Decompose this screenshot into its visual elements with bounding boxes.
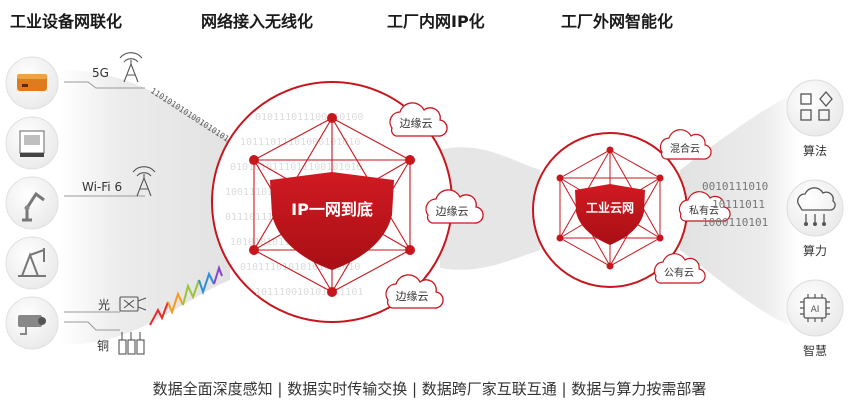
- svg-text:AI: AI: [811, 305, 820, 315]
- label-wifi6: Wi-Fi 6: [82, 180, 123, 194]
- edge-cloud-label: 边缘云: [395, 290, 429, 303]
- ai-chip-icon: AI: [786, 279, 844, 337]
- copper-icon: [118, 332, 145, 355]
- left-core-title: IP一网到底: [291, 200, 373, 219]
- side-label-algorithm: 算法: [802, 144, 827, 158]
- header-wireless-access: 网络接入无线化: [201, 12, 314, 31]
- edge-cloud-label: 边缘云: [435, 205, 469, 218]
- cloud-icon: [678, 191, 731, 222]
- cloud-icon: [653, 253, 706, 284]
- left-clouds: [385, 102, 484, 309]
- optical-icon: [119, 296, 147, 312]
- side-label-intelligence: 智慧: [802, 344, 827, 358]
- left-core-network: 010111011100010100 10111011101000101010 …: [211, 81, 453, 323]
- signal-wave: [149, 264, 223, 326]
- device-robot-arm-icon: [5, 176, 59, 230]
- svg-text:10111011101000101010: 10111011101000101010: [240, 137, 360, 148]
- right-core-network: [532, 132, 688, 288]
- cloud-icon: [659, 129, 712, 160]
- public-cloud-label: 公有云: [664, 268, 694, 279]
- cloud-icon: [389, 102, 448, 137]
- svg-text:101110010101011101: 101110010101011101: [255, 287, 363, 298]
- header-intranet-ip: 工厂内网IP化: [387, 12, 485, 31]
- antenna-icon: [132, 166, 156, 197]
- left-mesh-nodes: [249, 113, 415, 297]
- side-items: AI: [786, 79, 844, 337]
- link-lines: [64, 81, 145, 331]
- hybrid-cloud-label: 混合云: [670, 144, 700, 155]
- device-router-icon: [5, 56, 59, 110]
- label-copper: 铜: [97, 339, 110, 353]
- right-clouds: [653, 129, 731, 284]
- right-binary-line: 1000110101: [702, 216, 769, 229]
- right-binary-line: 10111011: [712, 198, 765, 211]
- device-camera-icon: [5, 296, 59, 350]
- edge-cloud-label: 边缘云: [399, 117, 433, 130]
- right-core-title: 工业云网: [585, 201, 634, 215]
- left-shield: [270, 172, 394, 270]
- svg-text:010111011100010100: 010111011100010100: [255, 112, 363, 123]
- device-pump-icon: [5, 236, 59, 290]
- private-cloud-label: 私有云: [689, 206, 719, 217]
- device-machine-icon: [5, 116, 59, 170]
- right-binary-line: 0010111010: [702, 180, 769, 193]
- right-mesh-nodes: [556, 146, 664, 270]
- right-shield: [575, 184, 645, 245]
- cloud-icon: [425, 189, 484, 224]
- cloud-icon: [385, 274, 444, 309]
- label-5g: 5G: [92, 66, 109, 80]
- svg-text:0101010111011100101010: 0101010111011100101010: [230, 162, 362, 173]
- label-optical: 光: [98, 298, 111, 312]
- device-list: [5, 56, 59, 350]
- algorithm-icon: [786, 79, 844, 137]
- header-device-networking: 工业设备网联化: [10, 12, 123, 31]
- footer-summary: 数据全面深度感知 | 数据实时传输交换 | 数据跨厂家互联互通 | 数据与算力按…: [152, 380, 707, 398]
- header-extranet-intelligent: 工厂外网智能化: [561, 12, 674, 31]
- svg-text:01011101010101001010: 01011101010101001010: [240, 262, 360, 273]
- side-label-computing: 算力: [802, 244, 827, 258]
- antenna-icon: [119, 52, 143, 83]
- computing-cloud-icon: [786, 179, 844, 237]
